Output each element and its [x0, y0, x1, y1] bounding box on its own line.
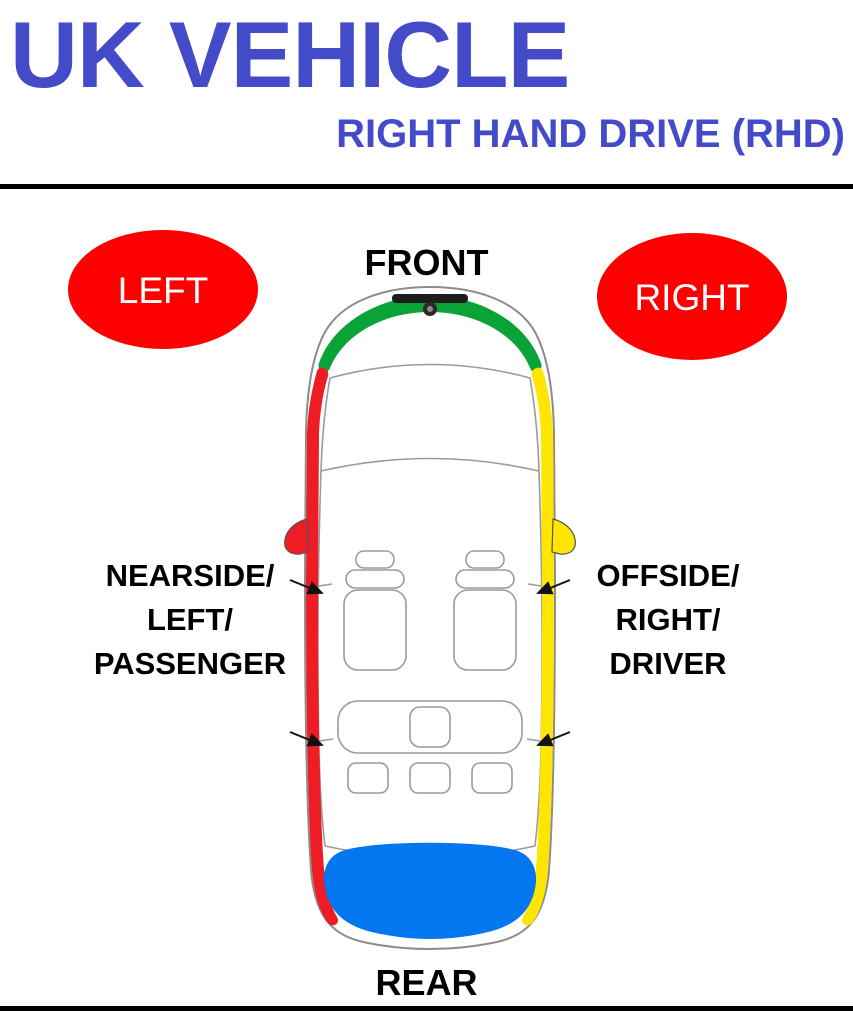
page-title: UK VEHICLE — [10, 2, 570, 107]
right-badge-text: RIGHT — [634, 277, 749, 318]
left-badge: LEFT — [68, 230, 258, 349]
a-pillar-left — [320, 377, 331, 472]
header-divider — [0, 184, 853, 189]
left-seat-cushion — [343, 589, 407, 671]
left-mirror — [284, 518, 309, 555]
rear-cushion-left — [347, 762, 389, 794]
left-badge-text: LEFT — [118, 270, 208, 311]
pointer-arrows — [289, 579, 571, 747]
front-label: FRONT — [364, 242, 489, 283]
car-top-view-diagram — [284, 285, 576, 951]
arrow-right-front-door — [536, 579, 571, 595]
a-pillar-right — [529, 377, 540, 472]
arrow-left-rear-door — [289, 731, 324, 747]
right-seat-back — [455, 569, 515, 589]
right-headrest — [465, 550, 505, 569]
roof-front-edge — [320, 457, 540, 472]
offside-zone-yellow — [522, 367, 554, 926]
right-badge: RIGHT — [597, 233, 787, 360]
rear-label: REAR — [375, 962, 478, 1003]
rear-cushion-center — [409, 762, 451, 794]
rear-bench-back — [337, 700, 523, 754]
rear-cushion-right — [471, 762, 513, 794]
car-body — [303, 285, 557, 951]
right-badge-ellipse — [597, 233, 787, 360]
arrow-left-front-door — [289, 579, 324, 595]
right-mirror — [551, 518, 576, 555]
nearside-label: NEARSIDE/ LEFT/ PASSENGER — [93, 558, 287, 682]
left-badge-ellipse — [68, 230, 258, 349]
rear-zone-blue — [323, 842, 537, 939]
roof-antenna-center — [427, 306, 433, 312]
page-subtitle: RIGHT HAND DRIVE (RHD) — [336, 112, 845, 156]
left-headrest — [355, 550, 395, 569]
arrow-right-rear-door — [536, 731, 571, 747]
right-seat-cushion — [453, 589, 517, 671]
left-seat-back — [345, 569, 405, 589]
windshield-line — [329, 363, 531, 379]
bottom-border — [0, 1006, 853, 1011]
rear-armrest — [409, 706, 451, 748]
front-grille-strip — [392, 294, 468, 303]
nearside-zone-red — [306, 367, 338, 926]
offside-label: OFFSIDE/ RIGHT/ DRIVER — [596, 558, 740, 682]
front-zone-green — [318, 295, 542, 373]
